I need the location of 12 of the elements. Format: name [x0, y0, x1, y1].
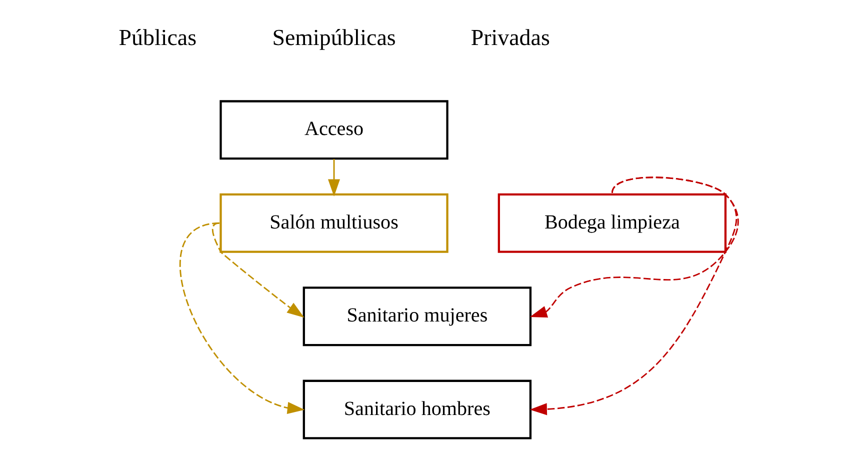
arrow [211, 222, 304, 318]
label: Semipúblicas [272, 25, 396, 50]
node-box: Sanitario mujeres [302, 286, 532, 346]
node-box: Acceso [219, 100, 448, 160]
arrow [529, 176, 737, 416]
label: Privadas [470, 25, 550, 50]
arrow [327, 158, 340, 196]
node-box: Bodega limpieza [497, 193, 726, 253]
node-box: Salón multiusos [219, 193, 448, 253]
node-box: Sanitario hombres [302, 380, 532, 440]
arrow [178, 222, 304, 414]
label: Públicas [118, 25, 196, 50]
